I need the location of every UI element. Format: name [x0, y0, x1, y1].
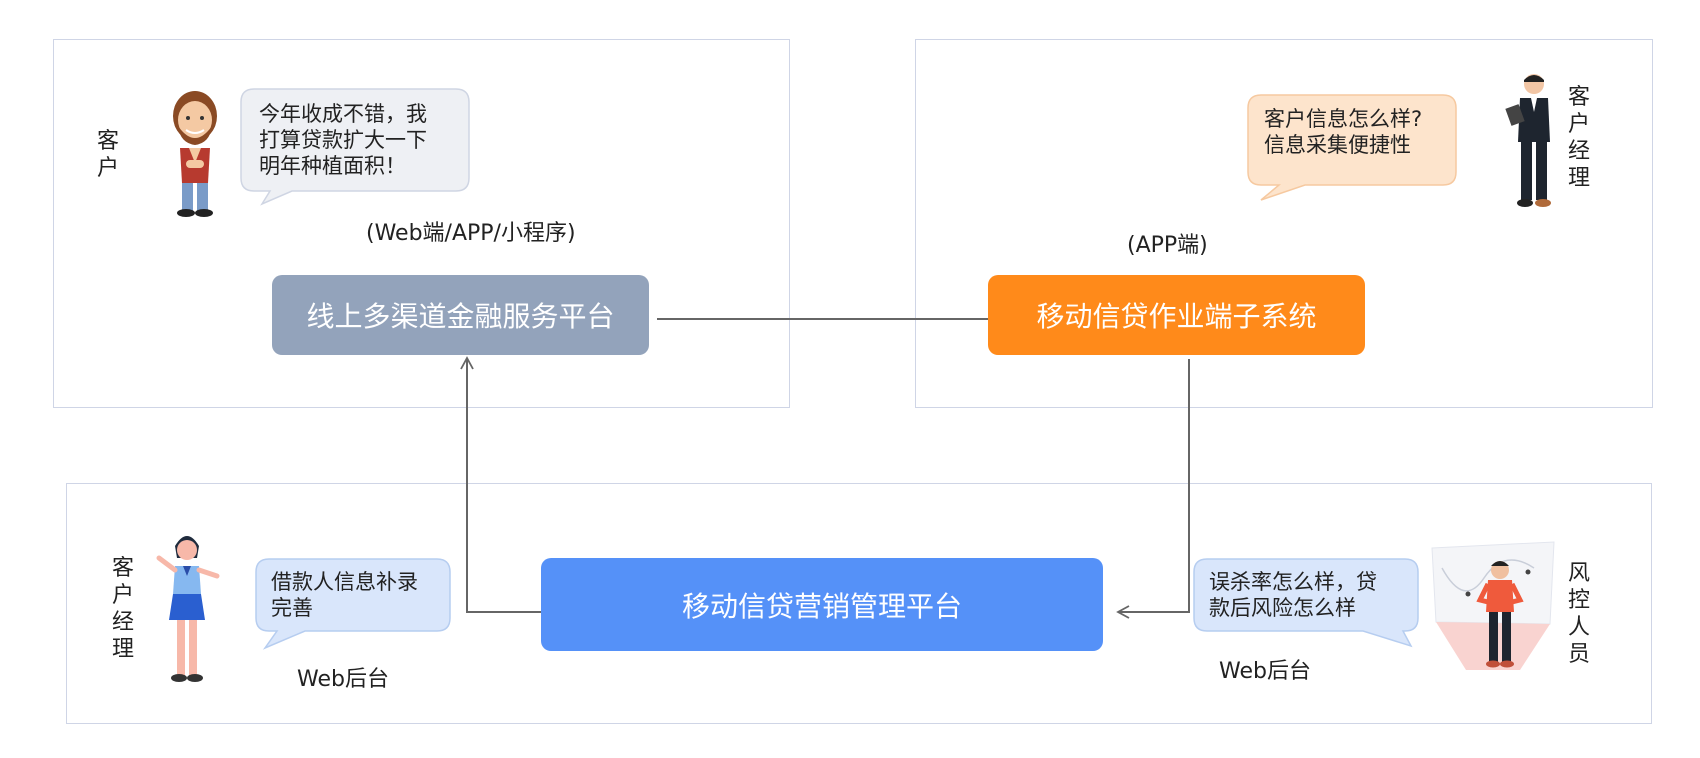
customer-channel-label: (Web端/APP/小程序)	[366, 221, 576, 246]
risk-control-speech-text: 误杀率怎么样，贷 款后风险怎么样	[1209, 570, 1377, 620]
online-multichannel-platform[interactable]: 线上多渠道金融服务平台	[272, 275, 649, 355]
mobile-credit-app-subsystem[interactable]: 移动信贷作业端子系统	[988, 275, 1365, 355]
manager-app-speech-text: 客户信息怎么样? 信息采集便捷性	[1264, 107, 1423, 157]
backend-manager-channel-label: Web后台	[297, 667, 389, 692]
customer-speech-bubble	[240, 88, 470, 206]
customer-speech-text: 今年收成不错，我 打算贷款扩大一下 明年种植面积！	[259, 102, 427, 178]
backend-manager-speech-bubble	[255, 558, 451, 650]
backend-manager-speech-text: 借款人信息补录 完善	[271, 570, 418, 620]
risk-control-speech-bubble	[1193, 558, 1419, 648]
customer-role-label: 客户	[96, 129, 119, 181]
backend-manager-role-label: 客户经理	[111, 556, 134, 662]
manager-app-role-label: 客户经理	[1567, 85, 1590, 191]
risk-analyst-figure	[1431, 541, 1555, 670]
manager-app-speech-bubble	[1247, 94, 1457, 201]
farmer-customer-figure	[173, 91, 217, 217]
female-manager-figure	[156, 536, 220, 682]
manager-app-channel-label: (APP端)	[1127, 233, 1208, 258]
businessman-figure	[1505, 74, 1551, 207]
risk-control-channel-label: Web后台	[1219, 659, 1311, 684]
mobile-credit-marketing-platform[interactable]: 移动信贷营销管理平台	[541, 558, 1103, 651]
risk-control-role-label: 风控人员	[1567, 561, 1590, 667]
